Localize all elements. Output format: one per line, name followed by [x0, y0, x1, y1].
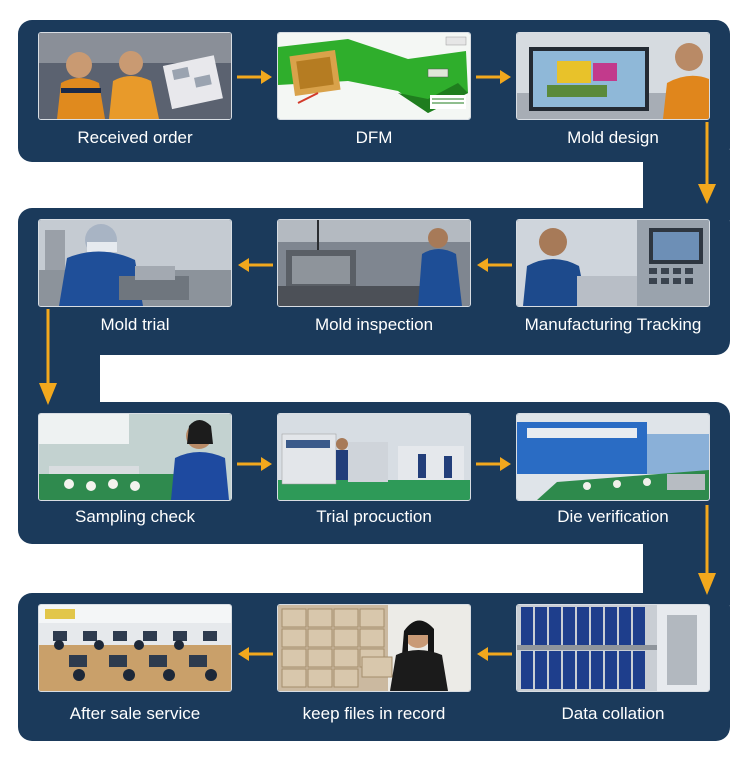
- arrow-right-icon: [237, 456, 273, 472]
- step-after-sale-service: After sale service: [38, 604, 232, 692]
- step-mold-inspection: Mold inspection: [277, 219, 471, 307]
- step-label: Data collation: [496, 704, 730, 724]
- arrow-right-icon: [476, 69, 512, 85]
- step-mold-trial: Mold trial: [38, 219, 232, 307]
- step-data-collation: Data collation: [516, 604, 710, 692]
- photo-inspector-checking-samples: [38, 413, 232, 501]
- step-received-order: Received order: [38, 32, 232, 120]
- photo-workers-reviewing-order: [38, 32, 232, 120]
- step-keep-files: keep files in record: [277, 604, 471, 692]
- step-label: keep files in record: [257, 704, 491, 724]
- arrow-left-icon: [476, 257, 512, 273]
- photo-worker-grinding-mold: [38, 219, 232, 307]
- photo-clerk-at-file-archive: [277, 604, 471, 692]
- arrow-left-icon: [476, 646, 512, 662]
- step-label: Received order: [18, 128, 252, 148]
- photo-engineer-at-cad-monitor: [516, 32, 710, 120]
- step-dfm: DFM: [277, 32, 471, 120]
- step-manufacturing-tracking: Manufacturing Tracking: [516, 219, 710, 307]
- step-label: Mold design: [496, 128, 730, 148]
- photo-office-service-team: [38, 604, 232, 692]
- step-die-verification: Die verification: [516, 413, 710, 501]
- photo-technician-in-mold-workshop: [277, 219, 471, 307]
- photo-molding-machine-conveyor: [516, 413, 710, 501]
- arrow-left-icon: [237, 646, 273, 662]
- step-mold-design: Mold design: [516, 32, 710, 120]
- step-trial-production: Trial procuction: [277, 413, 471, 501]
- step-label: DFM: [257, 128, 491, 148]
- step-label: Sampling check: [18, 507, 252, 527]
- step-label: Trial procuction: [257, 507, 491, 527]
- photo-cad-part-model: [277, 32, 471, 120]
- step-label: Manufacturing Tracking: [496, 315, 730, 335]
- step-label: Mold inspection: [257, 315, 491, 335]
- arrow-down-icon: [696, 122, 718, 206]
- step-sampling-check: Sampling check: [38, 413, 232, 501]
- arrow-right-icon: [476, 456, 512, 472]
- photo-binders-on-shelves: [516, 604, 710, 692]
- arrow-down-icon: [696, 505, 718, 597]
- step-label: Die verification: [496, 507, 730, 527]
- step-label: After sale service: [18, 704, 252, 724]
- photo-injection-molding-machines: [277, 413, 471, 501]
- arrow-down-icon: [37, 309, 59, 407]
- band-connector-left-2: [18, 340, 100, 415]
- photo-operator-at-cnc-panel: [516, 219, 710, 307]
- arrow-left-icon: [237, 257, 273, 273]
- arrow-right-icon: [237, 69, 273, 85]
